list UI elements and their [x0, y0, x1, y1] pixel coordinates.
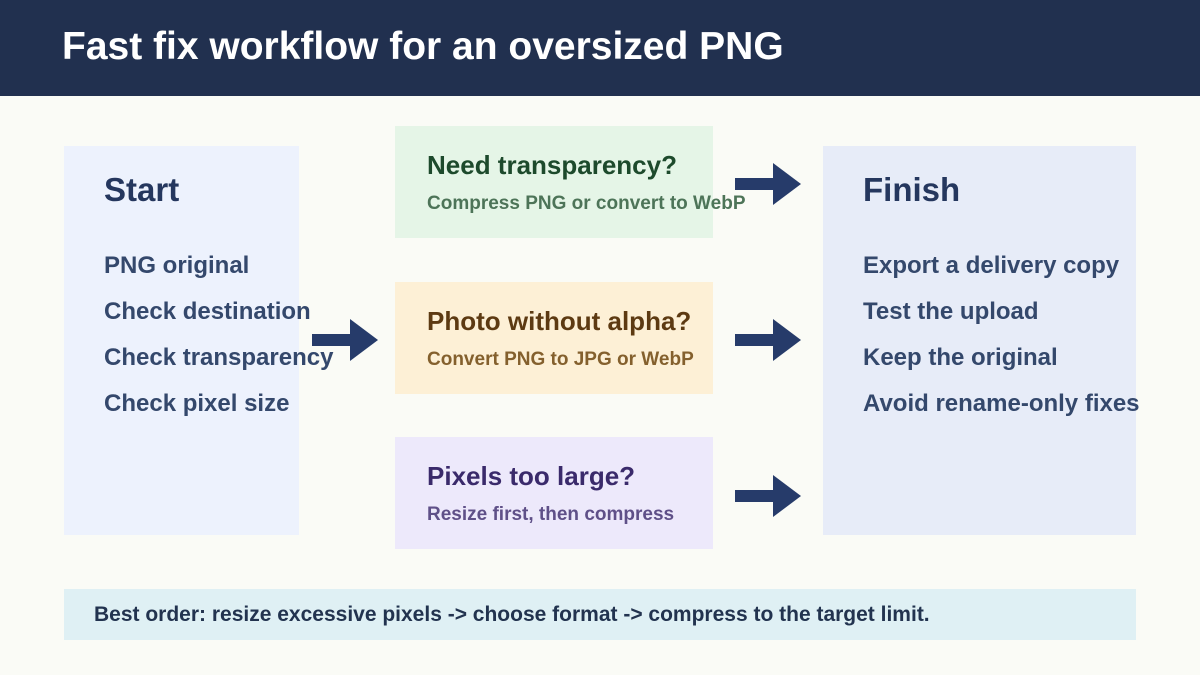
finish-checklist: Export a delivery copy Test the upload K…	[863, 250, 1140, 434]
finish-item: Avoid rename-only fixes	[863, 390, 1140, 417]
arrow-start-to-branches	[312, 319, 378, 361]
start-checklist: PNG original Check destination Check tra…	[104, 250, 333, 434]
best-order-text: Best order: resize excessive pixels -> c…	[94, 603, 930, 626]
best-order-banner: Best order: resize excessive pixels -> c…	[64, 589, 1136, 640]
arrow-branch-2-to-finish	[735, 319, 801, 361]
branch-title: Pixels too large?	[427, 461, 636, 491]
start-panel: Start PNG original Check destination Che…	[64, 146, 333, 535]
branch-subtitle: Convert PNG to JPG or WebP	[427, 349, 694, 370]
finish-item: Test the upload	[863, 298, 1039, 325]
start-item: Check pixel size	[104, 390, 290, 417]
page-title: Fast fix workflow for an oversized PNG	[62, 25, 784, 68]
arrow-branch-3-to-finish	[735, 475, 801, 517]
branch-title: Need transparency?	[427, 150, 677, 180]
finish-item: Export a delivery copy	[863, 252, 1120, 279]
start-item: Check destination	[104, 298, 311, 325]
start-item: Check transparency	[104, 344, 334, 371]
finish-panel: Finish Export a delivery copy Test the u…	[823, 146, 1140, 535]
start-item: PNG original	[104, 252, 250, 279]
branch-photo-without-alpha: Photo without alpha? Convert PNG to JPG …	[395, 282, 713, 394]
finish-heading: Finish	[863, 171, 961, 208]
branch-subtitle: Resize first, then compress	[427, 504, 675, 525]
header-bar: Fast fix workflow for an oversized PNG	[0, 0, 1200, 96]
start-heading: Start	[104, 171, 180, 208]
branch-pixels-too-large: Pixels too large? Resize first, then com…	[395, 437, 713, 549]
branch-subtitle: Compress PNG or convert to WebP	[427, 193, 746, 214]
finish-item: Keep the original	[863, 344, 1058, 371]
branch-title: Photo without alpha?	[427, 306, 692, 336]
arrow-branch-1-to-finish	[735, 163, 801, 205]
branch-need-transparency: Need transparency? Compress PNG or conve…	[395, 126, 746, 238]
